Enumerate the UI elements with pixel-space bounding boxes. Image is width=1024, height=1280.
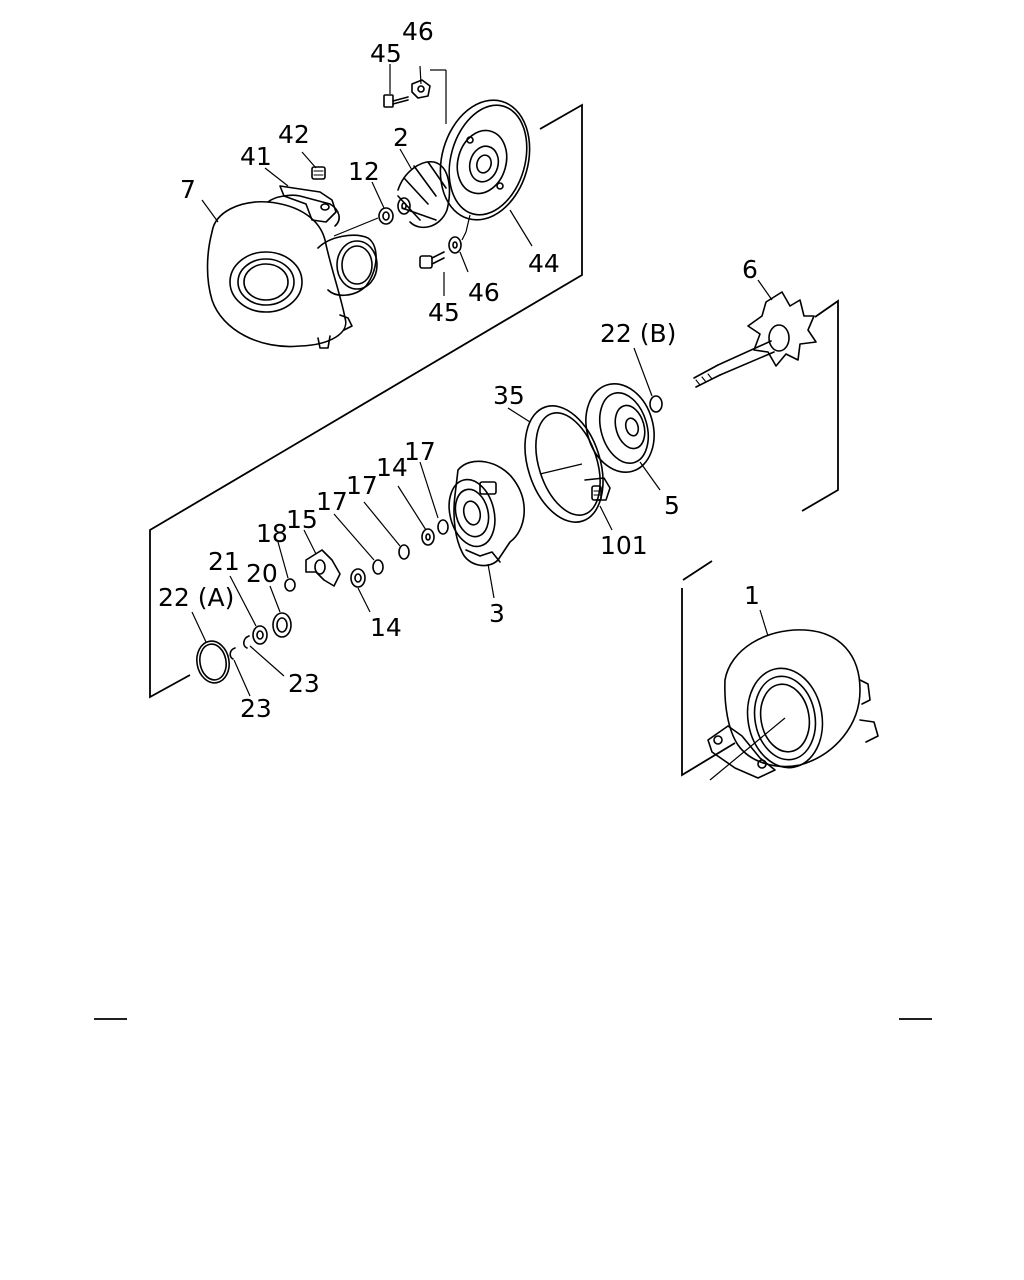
callout-101: 101: [600, 531, 648, 560]
callout-22b: 22 (B): [600, 319, 676, 348]
callout-21: 21: [208, 547, 240, 576]
part-17-ring-c: [372, 559, 384, 575]
part-3-bearing-housing: [448, 460, 525, 567]
part-21-ring: [252, 625, 268, 645]
part-2-compressor-wheel: [397, 161, 451, 229]
part-6-turbine-wheel-shaft: [693, 291, 817, 388]
callout-45-top: 45: [370, 39, 402, 68]
part-22b-ring: [649, 395, 663, 413]
callout-3: 3: [489, 599, 505, 628]
callout-7: 7: [180, 175, 196, 204]
part-14-ring-a: [421, 528, 435, 546]
part-45-bolt-bottom: [419, 251, 445, 269]
frame-lines: [94, 103, 932, 1020]
callout-5: 5: [664, 491, 680, 520]
callout-2: 2: [393, 123, 409, 152]
part-101-bolt: [591, 485, 602, 501]
callout-46-bottom: 46: [468, 278, 500, 307]
callout-17-a: 17: [404, 437, 436, 466]
callout-41: 41: [240, 142, 272, 171]
part-20-insert: [272, 612, 292, 638]
callout-18: 18: [256, 519, 288, 548]
part-15-thrust-part: [305, 549, 341, 587]
part-23-snap-ring-b: [229, 647, 236, 660]
callout-17-c: 17: [316, 487, 348, 516]
callout-6: 6: [742, 255, 758, 284]
callout-44: 44: [528, 249, 560, 278]
callout-46-top: 46: [402, 17, 434, 46]
leader-lines: [191, 64, 786, 781]
part-22a-ring: [196, 640, 230, 684]
callout-17-b: 17: [346, 471, 378, 500]
callout-15: 15: [286, 505, 318, 534]
callout-42: 42: [278, 120, 310, 149]
callout-20: 20: [246, 559, 278, 588]
part-42-bolt: [311, 166, 326, 180]
callout-12: 12: [348, 157, 380, 186]
callout-14-b: 14: [370, 613, 402, 642]
callout-1: 1: [744, 581, 760, 610]
callout-23-b: 23: [240, 694, 272, 723]
callout-45-bottom: 45: [428, 298, 460, 327]
part-17-ring-b: [398, 544, 410, 560]
part-44-seal-plate: [439, 99, 531, 221]
part-12-nut: [378, 207, 394, 225]
part-23-snap-ring-a: [243, 635, 250, 649]
part-18-pin: [284, 578, 296, 592]
callout-23-a: 23: [288, 669, 320, 698]
part-46-washer-bottom: [448, 236, 462, 254]
callout-35: 35: [493, 381, 525, 410]
callout-labels: 46 45 42 41 2 12 7 44 46 45 6 22 (B) 35 …: [158, 17, 760, 723]
callout-22a: 22 (A): [158, 583, 234, 612]
part-17-ring-a: [437, 519, 449, 535]
part-41-bracket: [279, 185, 337, 223]
part-45-bolt-top: [383, 94, 409, 108]
part-35-clamp-ring: [524, 405, 611, 523]
part-7-compressor-housing: [206, 194, 378, 349]
part-46-washer-top: [411, 79, 431, 99]
part-14-ring-b: [350, 568, 366, 588]
part-1-turbine-housing: [707, 629, 879, 779]
callout-14-a: 14: [376, 453, 408, 482]
